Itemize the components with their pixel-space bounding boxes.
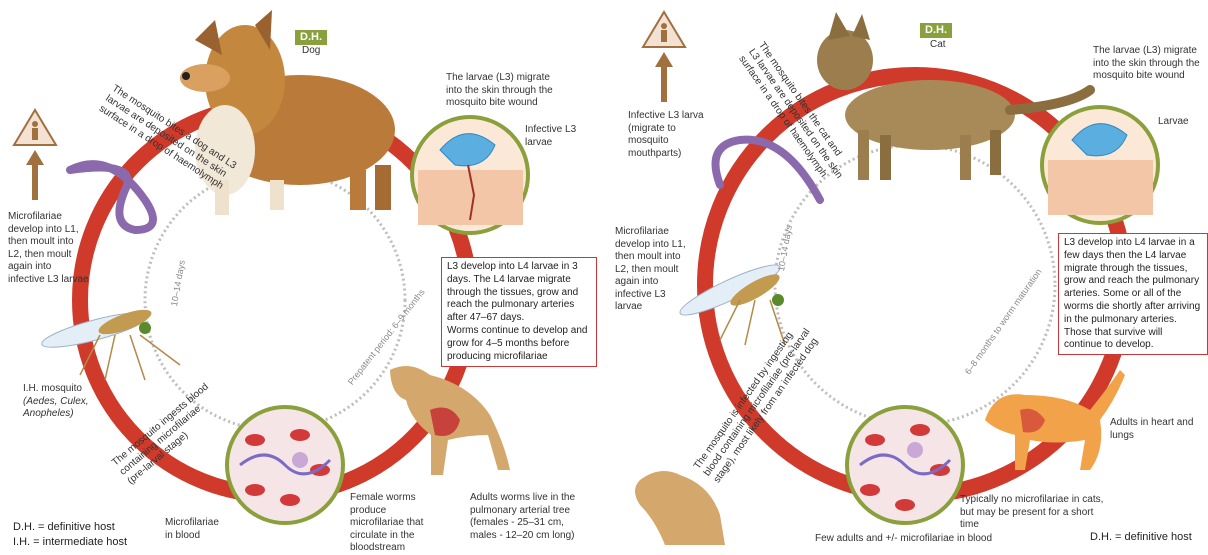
skin-section-icon [1042,107,1158,223]
up-arrow-icon [26,150,44,200]
larvae-label: Larvae [1158,116,1189,129]
skin-section-icon [412,117,528,233]
adults-live-text: Adults worms live in the pulmonary arter… [470,492,580,542]
legend-definitive-host: D.H. = definitive host [13,520,115,534]
development-info-text-1: L3 develop into L4 larvae in 3 days. The… [447,261,591,325]
female-worms-text: Female worms produce microfilariae that … [350,492,440,555]
development-info-box: L3 develop into L4 larvae in 3 days. The… [441,257,597,367]
larvae-skin-text: The larvae (L3) migrate into the skin th… [1093,45,1203,83]
adults-heart-text: Adults in heart and lungs [1110,417,1200,442]
dog-icon [635,471,725,545]
mosquito-icon [39,305,180,380]
host-name-label: Dog [302,45,320,58]
dh-badge: D.H. [295,30,327,45]
development-info-box: L3 develop into L4 larvae in a few days … [1058,233,1208,355]
no-microfilariae-text: Typically no microfilariae in cats, but … [960,494,1110,532]
larvae-skin-text: The larvae (L3) migrate into the skin th… [446,72,556,110]
microfilariae-blood-label: Microfilariae in blood [165,517,225,542]
dh-badge: D.H. [920,23,952,38]
ih-mosquito-label: I.H. mosquito (Aedes, Culex, Anopheles) [23,383,123,421]
human-warning-icon [14,110,56,145]
dog-icon [390,366,510,475]
blood-smear-icon [847,407,963,523]
legend-intermediate-host: I.H. = intermediate host [13,535,127,549]
blood-smear-icon [227,407,343,523]
infective-l3-text: Infective L3 larva (migrate to mosquito … [628,110,708,160]
legend-definitive-host: D.H. = definitive host [1090,530,1192,544]
up-arrow-icon [655,52,673,102]
infective-larvae-label: Infective L3 larvae [525,124,585,149]
human-warning-icon [643,12,685,47]
microfilariae-develop-text: Microfilariae develop into L1, then moul… [615,226,695,314]
development-info-text-2: Worms continue to develop and grow for 4… [447,325,591,363]
host-name-label: Cat [930,39,946,52]
few-adults-text: Few adults and +/- microfilariae in bloo… [815,533,992,546]
microfilariae-develop-text: Microfilariae develop into L1, then moul… [8,211,90,286]
